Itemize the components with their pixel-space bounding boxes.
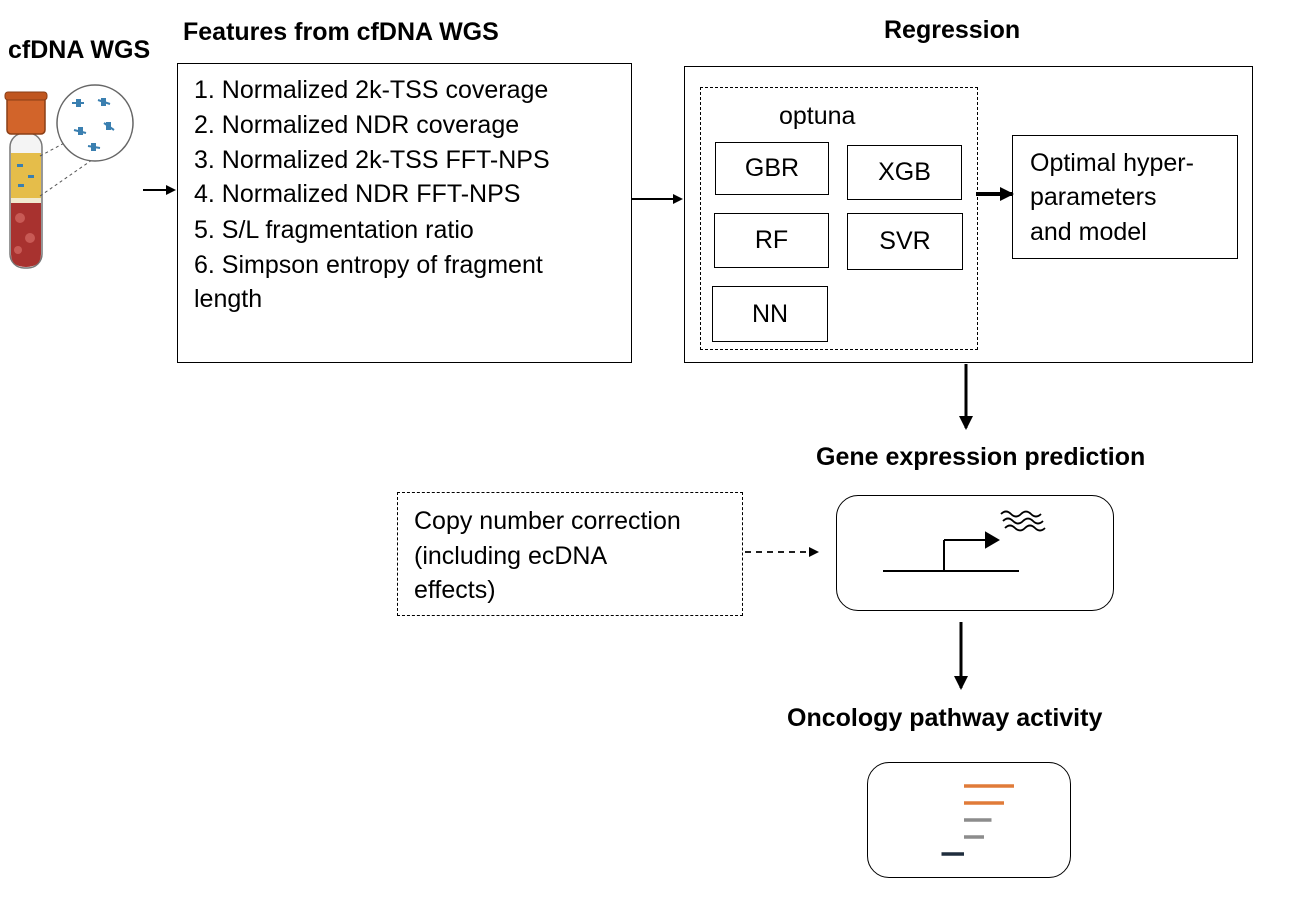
optimal-output-line: Optimal hyper- <box>1030 149 1194 177</box>
transcript-waves-icon <box>1000 510 1046 532</box>
feature-item: 2. Normalized NDR coverage <box>194 111 520 139</box>
regression-title: Regression <box>884 16 1021 44</box>
features-title: Features from cfDNA WGS <box>183 18 499 46</box>
feature-item-continuation: length <box>194 285 263 313</box>
optimal-output-line: parameters <box>1030 183 1157 211</box>
optuna-label: optuna <box>779 102 856 130</box>
model-rf: RF <box>714 213 829 268</box>
copy-number-line: effects) <box>414 576 496 604</box>
blood-tube-illustration <box>4 84 134 269</box>
model-gbr: GBR <box>715 142 829 195</box>
copy-number-box <box>397 492 743 616</box>
sample-title: cfDNA WGS <box>8 36 151 64</box>
feature-item: 4. Normalized NDR FFT-NPS <box>194 180 521 208</box>
model-nn: NN <box>712 286 828 342</box>
model-svr: SVR <box>847 213 963 270</box>
features-box <box>177 63 632 363</box>
gene-promoter-icon <box>883 531 1019 572</box>
pathway-title: Oncology pathway activity <box>787 704 1103 732</box>
feature-item: 5. S/L fragmentation ratio <box>194 216 474 244</box>
copy-number-line: (including ecDNA <box>414 542 608 570</box>
optimal-output-box <box>1012 135 1238 259</box>
copy-number-line: Copy number correction <box>414 507 681 535</box>
feature-item: 6. Simpson entropy of fragment <box>194 251 543 279</box>
feature-item: 1. Normalized 2k-TSS coverage <box>194 76 549 104</box>
optimal-output-line: and model <box>1030 218 1147 246</box>
pathway-bar-chart <box>941 784 1014 856</box>
tube-buffy-coat <box>11 198 41 203</box>
optuna-search-box <box>700 87 978 350</box>
tube-plasma <box>11 153 41 198</box>
feature-item: 3. Normalized 2k-TSS FFT-NPS <box>194 146 550 174</box>
model-xgb: XGB <box>847 145 962 200</box>
gene-expression-title: Gene expression prediction <box>816 443 1146 471</box>
gene-expression-box <box>836 495 1114 611</box>
